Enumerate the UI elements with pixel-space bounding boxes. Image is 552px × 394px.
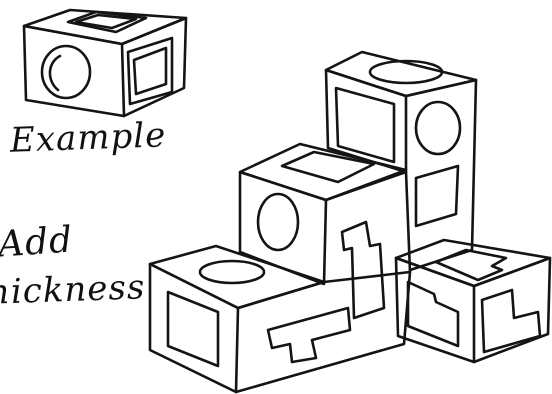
small-cube-front-l-hole <box>408 282 458 346</box>
add-label: Add <box>0 219 74 265</box>
bottom-tier-top-circle-hole <box>200 261 264 283</box>
middle-tier-side-l-hole <box>342 222 384 318</box>
example-square-hole-inner <box>134 48 166 94</box>
example-cube-side-face <box>122 18 186 116</box>
middle-tier-circle-hole <box>258 194 298 250</box>
middle-tier-top-square-hole <box>282 152 374 182</box>
bottom-tier-side-l-hole <box>268 308 350 362</box>
middle-tier-top-face <box>240 144 406 200</box>
stepped-block <box>150 52 550 392</box>
top-tier-side-circle-hole <box>416 102 460 154</box>
top-tier-top-circle-hole <box>370 61 442 83</box>
bottom-tier-front-square-hole <box>168 292 218 366</box>
top-tier-top-face <box>326 52 476 96</box>
small-cube-side-face <box>474 258 550 362</box>
top-tier-front-square-hole <box>336 88 394 162</box>
example-cube-front-face <box>24 26 124 116</box>
top-tier-side-square-hole <box>416 166 458 226</box>
example-circle-hole-inner <box>50 56 60 90</box>
example-label: Example <box>9 115 167 160</box>
small-cube-side-l-hole <box>482 290 540 352</box>
example-cube <box>24 10 186 116</box>
thickness-label: hickness <box>0 267 146 312</box>
